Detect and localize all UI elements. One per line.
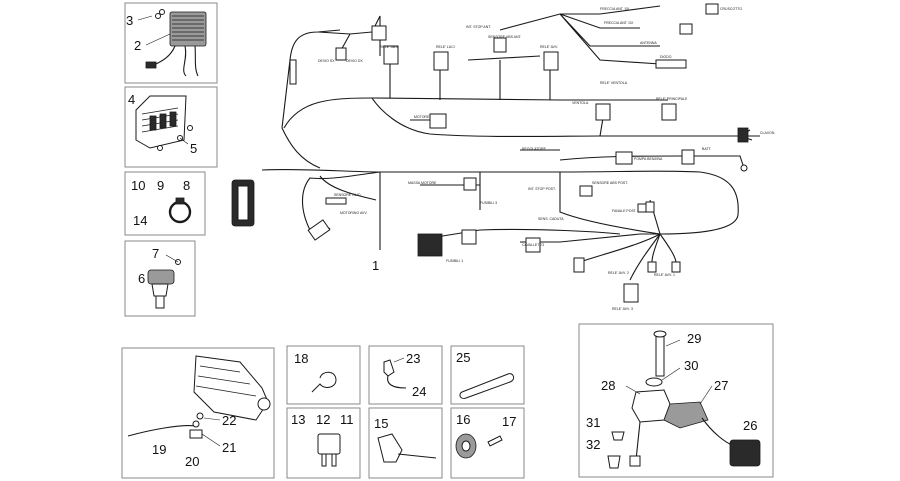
spark-plug-cap-part: [377, 433, 437, 463]
fuse-part: [317, 433, 341, 467]
panel-23-24: 23 24: [368, 345, 443, 405]
tag-rele-ventola: RELE' VENTOLA: [600, 81, 628, 85]
tag-claxon: CLAXON: [760, 131, 775, 135]
callout-6: 6: [138, 271, 145, 286]
panel-ecu: 4 5: [124, 86, 218, 168]
tag-fanale-post: FANALE POST.: [612, 209, 637, 213]
callout-19: 19: [152, 442, 166, 457]
callout-3: 3: [126, 13, 133, 28]
callout-7: 7: [152, 246, 159, 261]
tag-motorino-avv: MOTORINO AVV.: [340, 211, 367, 215]
tag-motore: MOTORE: [414, 115, 430, 119]
panel-16-17: 16 17: [450, 407, 525, 479]
cable-tie-part: [168, 197, 192, 224]
tag-rele-abs: RELE' ABS: [380, 45, 398, 49]
tag-rele-avv-2: RELE' AVV. 2: [608, 271, 629, 275]
callout-5: 5: [190, 141, 197, 156]
tag-sens-caduta: SENS. CADUTA: [538, 217, 564, 221]
tag-cavalletto: CAVALLETTO: [522, 243, 544, 247]
tag-rele-avv-1: RELE' AVV. 1: [654, 273, 675, 277]
callout-4: 4: [128, 92, 135, 107]
callout-32: 32: [586, 437, 600, 452]
tag-int-stop-ant: INT. STOP ANT.: [466, 25, 491, 29]
tag-rele-avv: RELE' AVV.: [540, 45, 558, 49]
callout-20: 20: [185, 454, 199, 469]
panel-coil: 7 6: [124, 240, 196, 317]
callout-30: 30: [684, 358, 698, 373]
panel-sensor: 29 30 28 27 31 26 32: [578, 323, 774, 478]
callout-1: 1: [372, 258, 379, 273]
panel-15: 15: [368, 407, 443, 479]
callout-28: 28: [601, 378, 615, 393]
panel-25: 25: [450, 345, 525, 405]
panel-starter: 22 19 21 20: [121, 347, 275, 479]
starter-motor-part: [127, 355, 271, 439]
tag-int-stop-post: INT. STOP POST.: [528, 187, 556, 191]
tag-pompa-benzina: POMPA BENZINA: [634, 157, 663, 161]
callout-22: 22: [222, 413, 236, 428]
callout-24: 24: [412, 384, 426, 399]
tag-diodo: DIODO: [660, 55, 672, 59]
callout-26: 26: [743, 418, 757, 433]
regulator-part: [145, 9, 207, 77]
tag-sensore-olio: SENSORE OLIO: [334, 193, 361, 197]
harness-connectors: [231, 3, 749, 303]
grommet-part: [455, 433, 503, 459]
callout-31: 31: [586, 415, 600, 430]
connector-tag-labels: CLAXON POMPA BENZINA MOTORE RELE' VENTOL…: [318, 7, 775, 311]
coil-part: [147, 259, 181, 309]
callout-18: 18: [294, 351, 308, 366]
callout-9: 9: [157, 178, 164, 193]
tag-sensore-abs-post: SENSORE ABS POST.: [592, 181, 628, 185]
callout-16: 16: [456, 412, 470, 427]
callout-10: 10: [131, 178, 145, 193]
callout-11: 11: [340, 412, 354, 427]
tag-sensore-abs-ant: SENSORE ABS ANT.: [488, 35, 522, 39]
tag-ventola: VENTOLA: [572, 101, 589, 105]
callout-25: 25: [456, 350, 470, 365]
callout-2: 2: [134, 38, 141, 53]
tag-devio-sx: DEVIO SX: [318, 59, 335, 63]
panel-11-13: 13 12 11: [286, 407, 361, 479]
tag-freccia-ant-dx: FRECCIA ANT. DX: [604, 21, 634, 25]
panel-regulator: 3 2: [124, 2, 218, 84]
tag-rele-avv-3: RELE' AVV. 3: [612, 307, 633, 311]
panel-clamps: 10 9 8 14: [124, 171, 206, 236]
main-harness: [261, 5, 760, 281]
callout-12: 12: [316, 412, 330, 427]
callout-21: 21: [222, 440, 236, 455]
callout-17: 17: [502, 414, 516, 429]
panel-18: 18: [286, 345, 361, 405]
tag-rele-luci: RELE' LUCI: [436, 45, 455, 49]
tag-cruscotto: CRUSCOTTO: [720, 7, 742, 11]
tag-antenna: ANTENNA: [640, 41, 657, 45]
tag-batt: BATT.: [702, 147, 712, 151]
tag-regolatore: REGOLATORE: [522, 147, 547, 151]
tag-fusibili-1: FUSIBILI 1: [446, 259, 463, 263]
tag-freccia-ant-sx: FRECCIA ANT. SX: [600, 7, 630, 11]
tag-fusibili-3: FUSIBILI 3: [480, 201, 497, 205]
tag-massa-motore: MASSA MOTORE: [408, 181, 437, 185]
callout-29: 29: [687, 331, 701, 346]
callout-13: 13: [291, 412, 305, 427]
callout-8: 8: [183, 178, 190, 193]
callout-15: 15: [374, 416, 388, 431]
tilt-sensor-part: [607, 330, 761, 469]
tag-rele-principale: RELE' PRINCIPALE: [656, 97, 688, 101]
callout-27: 27: [714, 378, 728, 393]
tag-devio-dx: DEVIO DX: [346, 59, 363, 63]
callout-14: 14: [133, 213, 147, 228]
callout-23: 23: [406, 351, 420, 366]
